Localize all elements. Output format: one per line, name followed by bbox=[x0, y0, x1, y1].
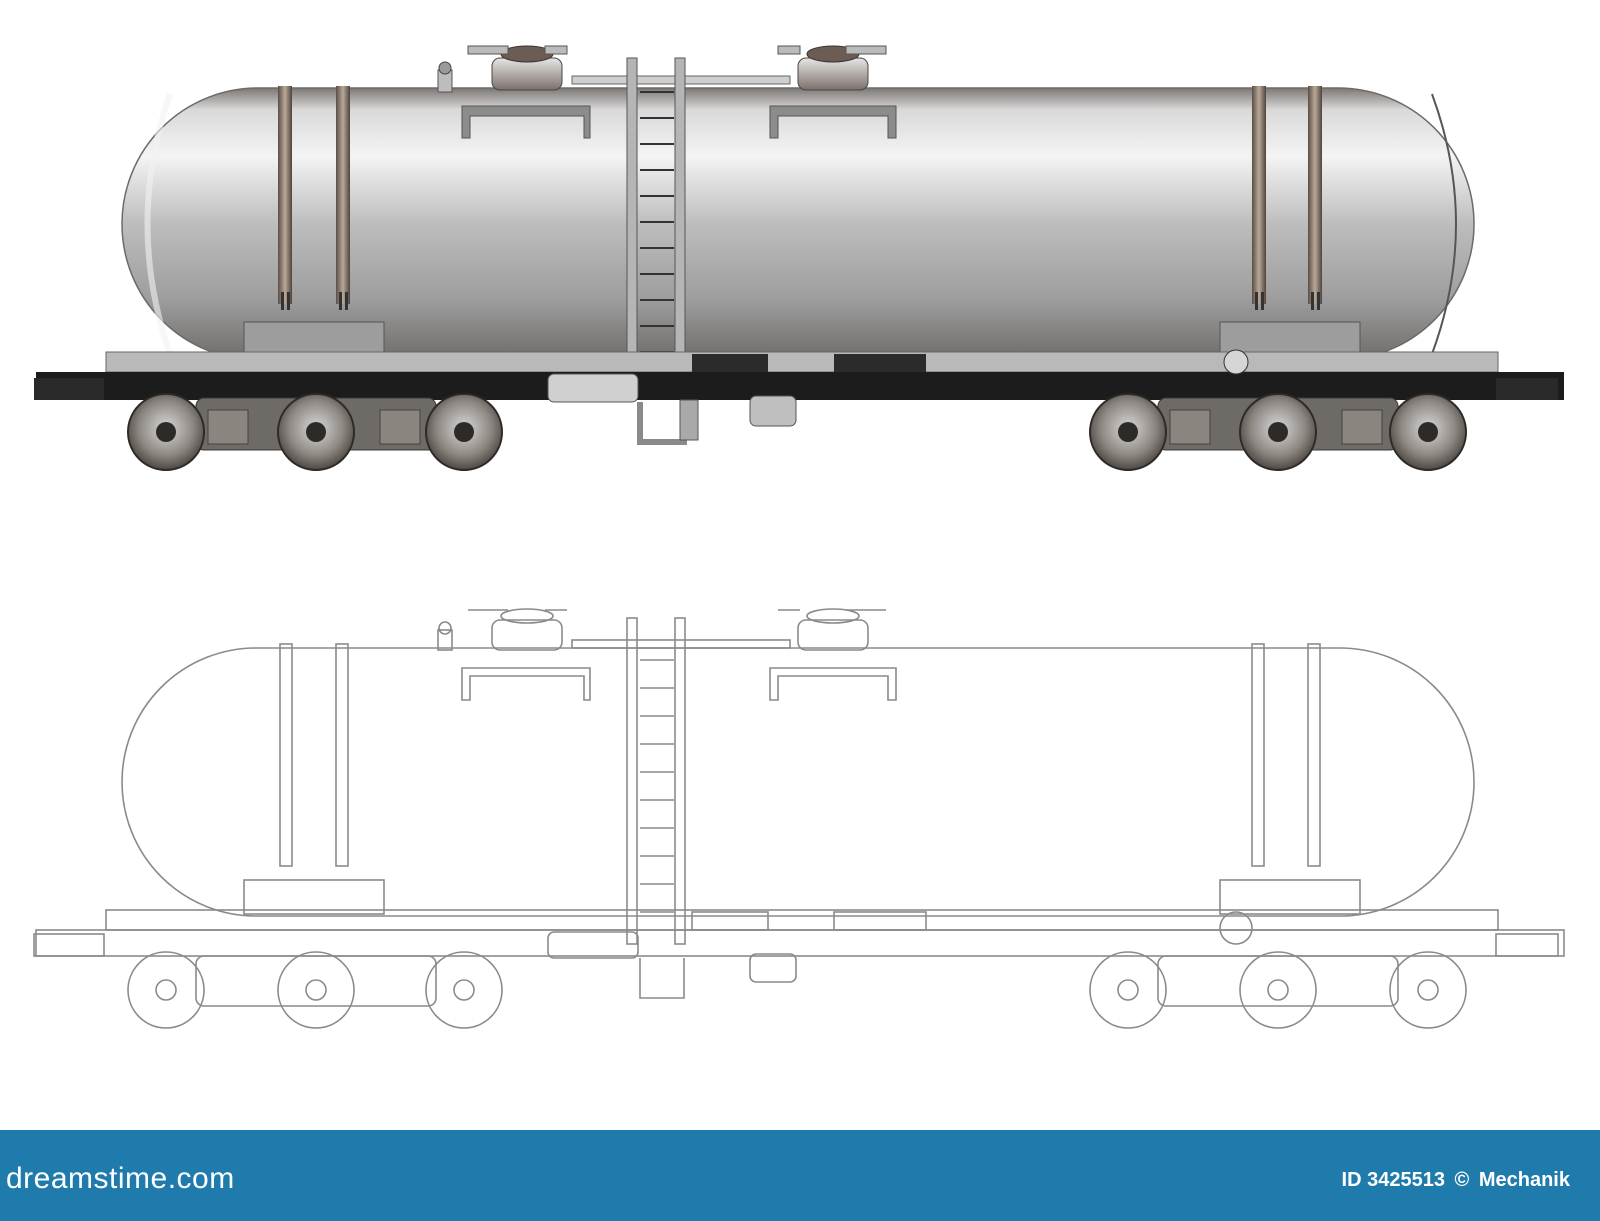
truck-outline-left bbox=[127, 951, 503, 1029]
dome-hatch-right bbox=[777, 45, 887, 91]
coupler-outline-left bbox=[33, 933, 105, 957]
truck-left bbox=[127, 393, 503, 471]
brake-wheel-outline bbox=[1219, 911, 1253, 945]
tank-band bbox=[1308, 86, 1322, 304]
top-pipe-outline bbox=[571, 639, 791, 649]
dome-hatch-outline-left bbox=[468, 608, 567, 651]
coupler-left bbox=[34, 378, 104, 400]
brake-reservoir bbox=[749, 395, 797, 427]
wheel-outline bbox=[425, 951, 503, 1029]
tank-body bbox=[121, 87, 1475, 361]
tank-car-illustration bbox=[33, 45, 1565, 1029]
dome-hatch-left bbox=[467, 45, 568, 91]
brake-cylinder bbox=[547, 373, 639, 403]
dome-hatch-outline-right bbox=[778, 608, 886, 651]
wheel-outline bbox=[1239, 951, 1317, 1029]
author-name: Mechanik bbox=[1478, 1169, 1570, 1191]
image-credit: ID 3425513 © Mechanik bbox=[1338, 1170, 1570, 1190]
outline-tank-car bbox=[33, 608, 1565, 1029]
tank-body-outline bbox=[121, 647, 1475, 917]
watermark-footer-bar: dreamstime.com ID 3425513 © Mechanik bbox=[0, 1130, 1600, 1221]
brake-cylinder-outline bbox=[547, 931, 639, 959]
drain-valve bbox=[679, 399, 699, 441]
deck-plate bbox=[105, 351, 1499, 373]
coupler-right bbox=[1496, 378, 1558, 400]
top-bracket-outline bbox=[769, 667, 897, 701]
safety-valve-outline bbox=[437, 621, 453, 651]
rendered-tank-car bbox=[34, 45, 1564, 471]
brake-wheel bbox=[1223, 349, 1249, 375]
wheel-outline bbox=[1089, 951, 1167, 1029]
center-sill bbox=[36, 372, 1564, 400]
bolster-outline-left bbox=[243, 879, 385, 915]
tank-end-cap-left bbox=[144, 93, 173, 355]
tank-band-outline bbox=[335, 643, 349, 867]
tank-band bbox=[278, 86, 292, 304]
copyright-symbol: © bbox=[1454, 1169, 1470, 1191]
top-bracket bbox=[769, 105, 897, 139]
top-bracket-outline bbox=[461, 667, 591, 701]
coupler-outline-right bbox=[1495, 933, 1559, 957]
tank-band-outline bbox=[1251, 643, 1265, 867]
underframe-panel bbox=[834, 354, 926, 372]
tank-band bbox=[1252, 86, 1266, 304]
image-id: ID 3425513 bbox=[1341, 1169, 1445, 1191]
underframe-panel bbox=[692, 354, 768, 372]
underframe-panel-outline bbox=[691, 911, 769, 931]
underframe-panel-outline bbox=[833, 911, 927, 931]
tank-end-cap-right bbox=[1431, 93, 1457, 355]
top-bracket bbox=[461, 105, 591, 139]
wheel-outline bbox=[127, 951, 205, 1029]
side-ladder-outline bbox=[626, 617, 686, 945]
brake-reservoir-outline bbox=[749, 953, 797, 983]
dreamstime-logo: dreamstime.com bbox=[6, 1162, 235, 1195]
center-sill-outline bbox=[35, 929, 1565, 957]
band-clamps bbox=[281, 292, 1320, 310]
truck-right bbox=[1089, 393, 1467, 471]
wheel-outline bbox=[1389, 951, 1467, 1029]
tank-band-outline bbox=[1307, 643, 1321, 867]
drain-pipe bbox=[637, 402, 687, 445]
safety-valve bbox=[437, 61, 453, 93]
drain-pipe-outline bbox=[639, 958, 685, 999]
tank-band bbox=[336, 86, 350, 304]
truck-outline-right bbox=[1089, 951, 1467, 1029]
tank-band-outline bbox=[279, 643, 293, 867]
bolster-outline-right bbox=[1219, 879, 1361, 915]
wheel-outline bbox=[277, 951, 355, 1029]
